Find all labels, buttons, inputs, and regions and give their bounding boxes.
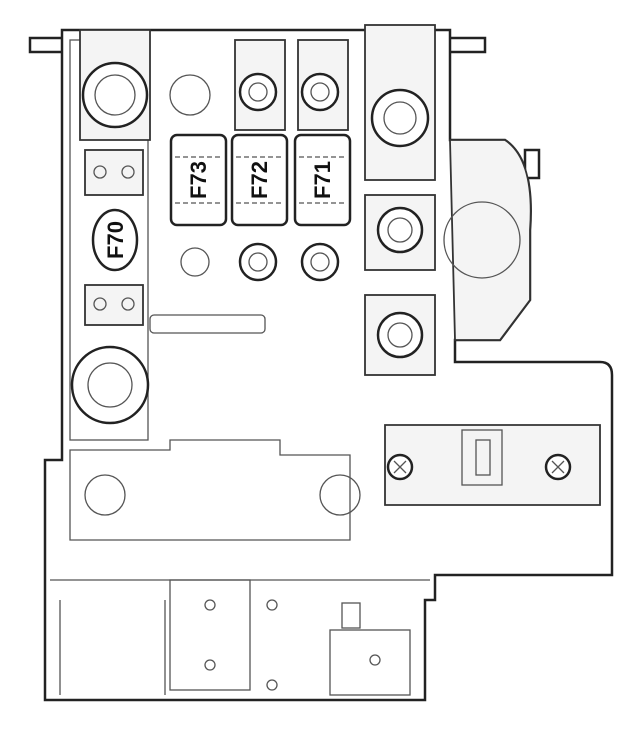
stud-3: [370, 88, 430, 148]
stud-2: [300, 72, 340, 112]
stud-1: [238, 72, 278, 112]
main-fuse-f70[interactable]: [91, 208, 139, 272]
fuse-f71[interactable]: F71: [293, 133, 352, 227]
battery-terminal-clamp: [449, 139, 532, 341]
fuse-label-f73: F73: [186, 161, 211, 199]
fuse-label-f71: F71: [310, 161, 335, 199]
bolt-top-left: [81, 61, 149, 129]
fuse-f73[interactable]: F73: [169, 133, 228, 227]
fuse-label-f72: F72: [247, 161, 272, 199]
fuse-label-f70: F70: [103, 221, 128, 259]
ground-bracket: [384, 424, 601, 506]
terminal-stud: [523, 148, 541, 180]
bolt-lower-left: [70, 345, 150, 425]
fuse-f72[interactable]: F72: [230, 133, 289, 227]
